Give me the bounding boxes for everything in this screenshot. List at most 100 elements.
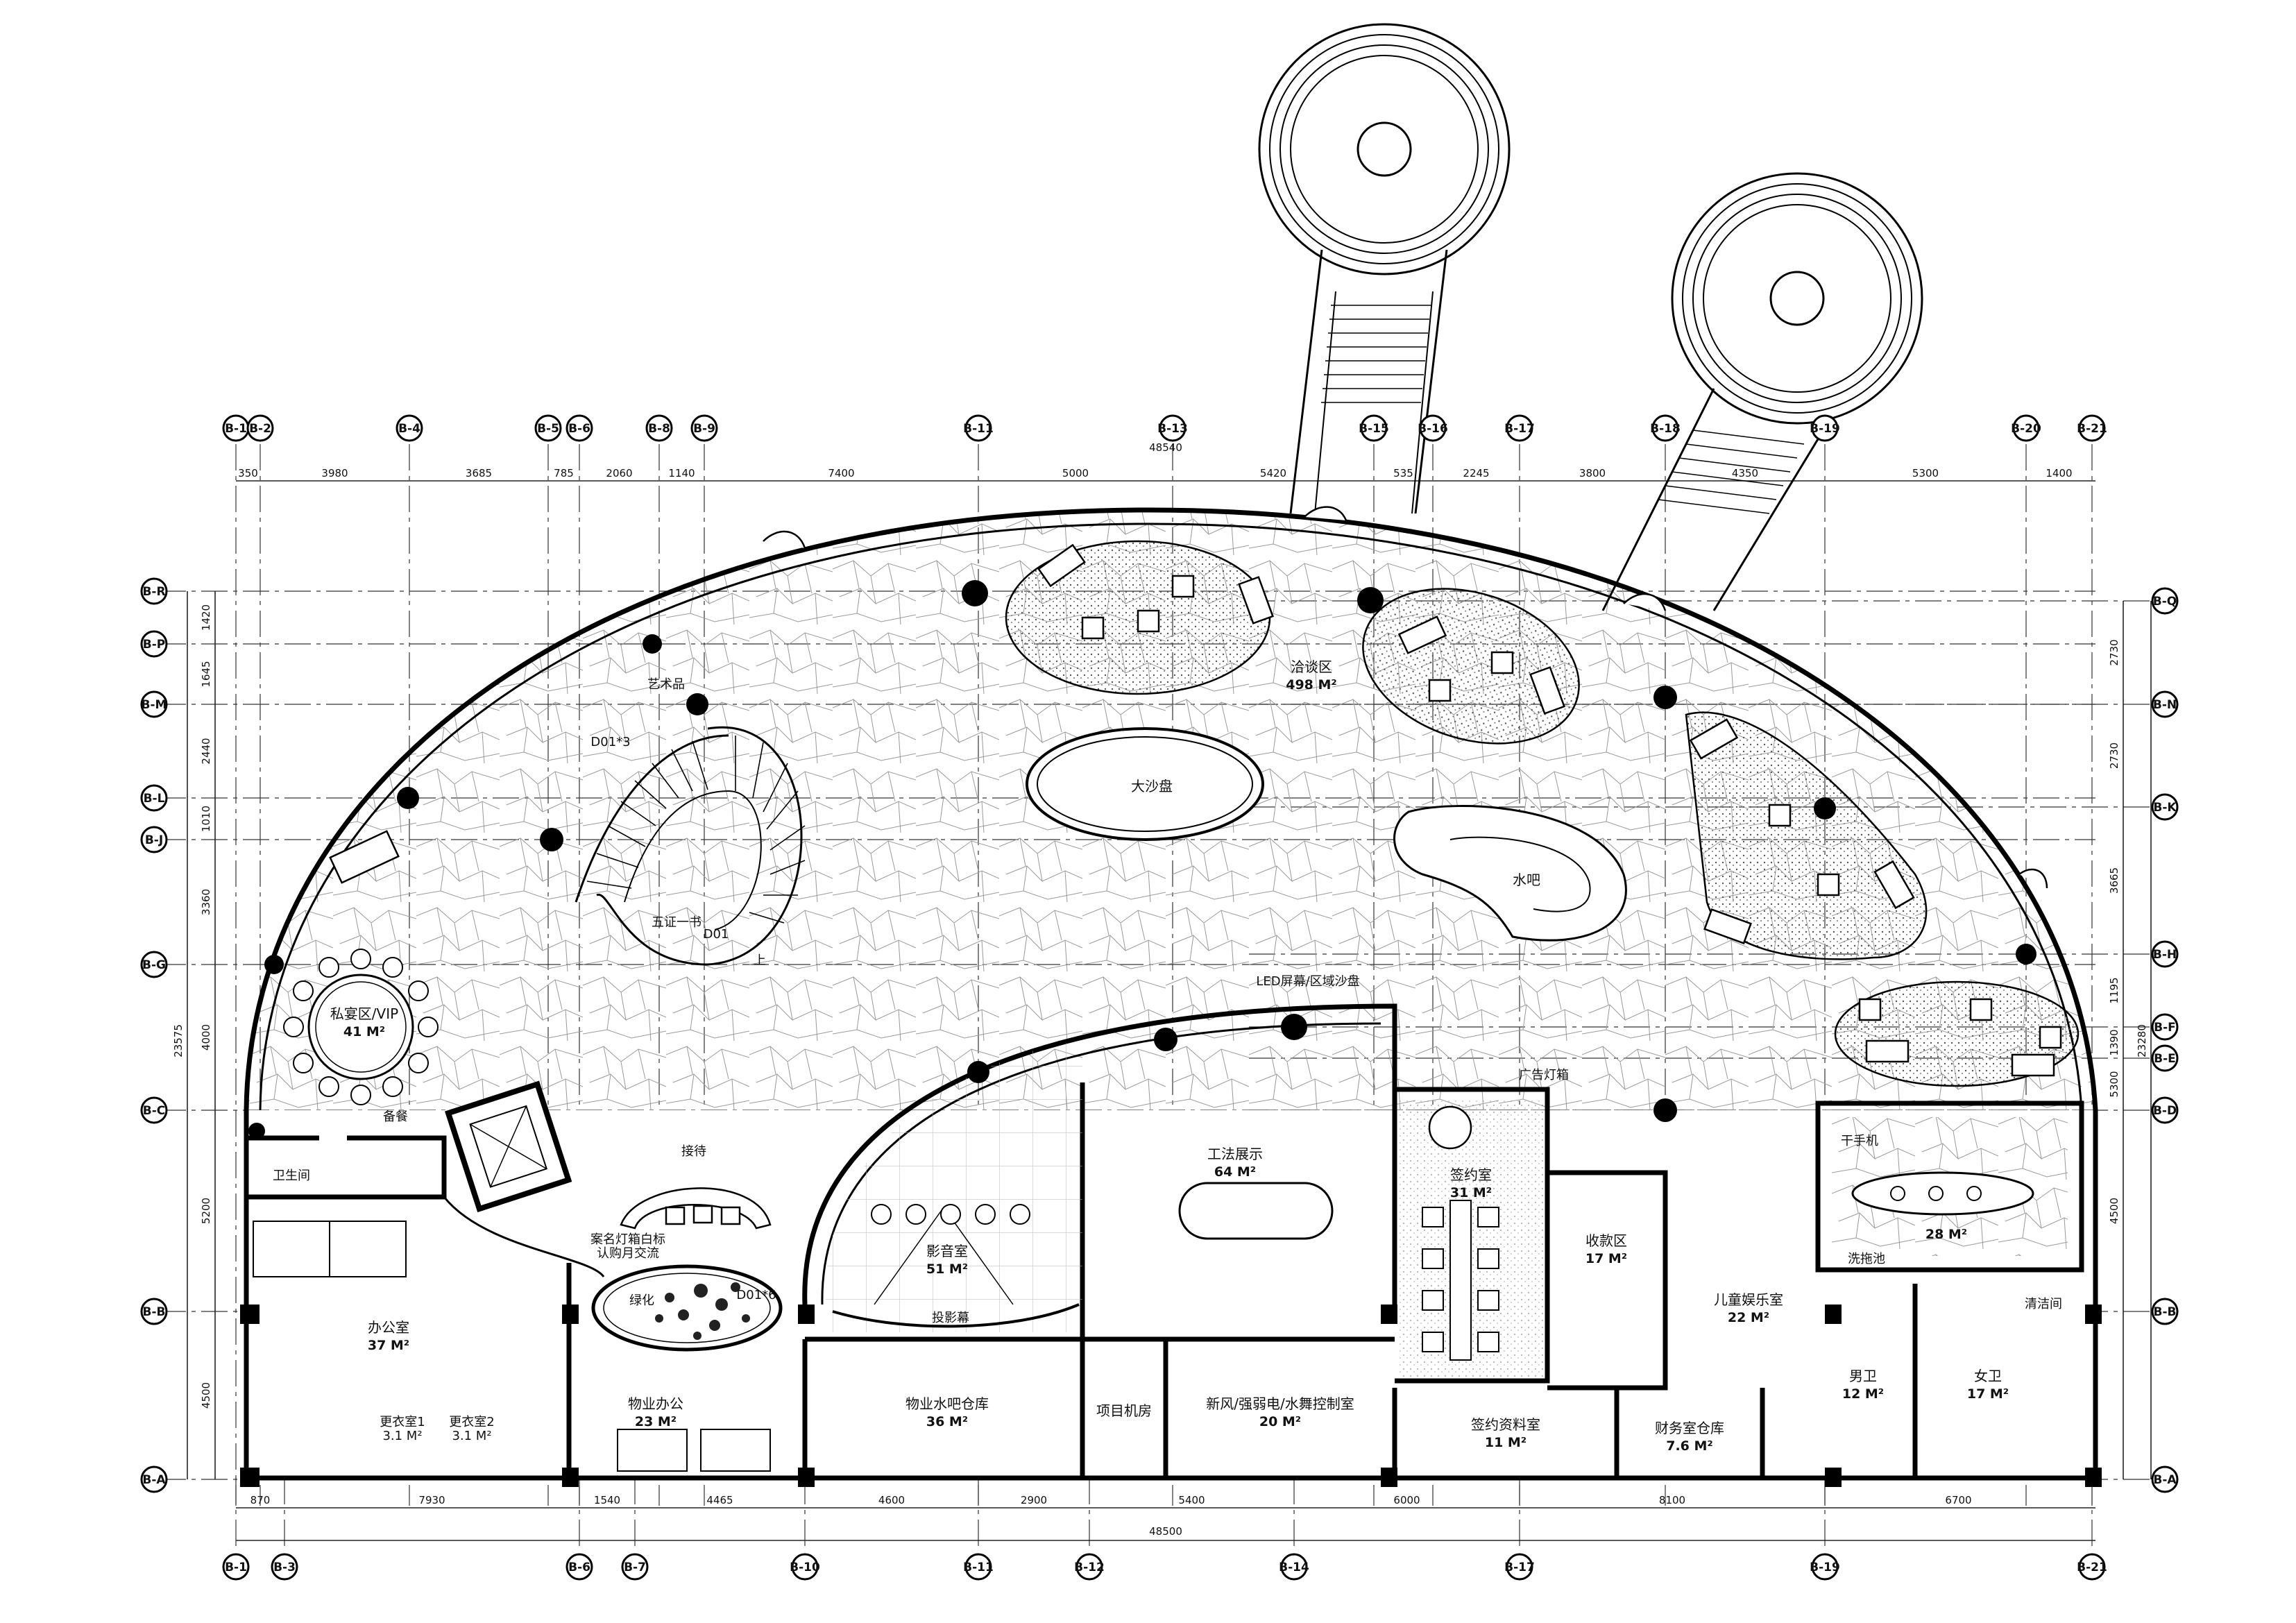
sandtable-name: 大沙盘: [1131, 778, 1173, 794]
axis-bottom-b-14: B-14: [1279, 1553, 1309, 1581]
svg-text:B-K: B-K: [2153, 801, 2177, 815]
axis-bottom-b-3: B-3: [271, 1553, 298, 1581]
office-name: 办公室: [368, 1319, 409, 1336]
vip-name: 私宴区/VIP: [330, 1005, 398, 1022]
finance-name: 财务室仓库: [1655, 1420, 1724, 1436]
vip-dining-table: [283, 949, 439, 1105]
axis-top-b-16: B-16: [1418, 414, 1448, 442]
svg-text:B-17: B-17: [1504, 1561, 1535, 1574]
green-label: 绿化: [629, 1293, 654, 1308]
svg-text:B-21: B-21: [2077, 422, 2107, 436]
axis-right: B-QB-NB-KB-HB-FB-EB-DB-BB-A: [2151, 587, 2179, 1493]
control-name: 新风/强弱电/水舞控制室: [1206, 1395, 1354, 1412]
axis-right-b-h: B-H: [2151, 940, 2179, 968]
axis-top-b-17: B-17: [1504, 414, 1535, 442]
project-room-name: 项目机房: [1096, 1402, 1152, 1419]
dimension-value: 5300: [2108, 1071, 2120, 1097]
dimension-value: 3800: [1579, 467, 1606, 479]
signing-area: 31 M²: [1450, 1185, 1492, 1200]
elevator: [444, 1080, 572, 1213]
svg-text:B-4: B-4: [398, 422, 420, 436]
dimension-value: 5420: [1260, 467, 1286, 479]
svg-text:B-F: B-F: [2154, 1021, 2176, 1035]
dryer-label: 干手机: [1841, 1134, 1878, 1148]
axis-left-b-p: B-P: [140, 630, 168, 658]
svg-text:B-A: B-A: [2153, 1473, 2177, 1487]
toilet-hall-area: 28 M²: [1925, 1227, 1967, 1242]
axis-left-b-g: B-G: [140, 951, 168, 978]
dimension-value: 2245: [1463, 467, 1489, 479]
axis-bottom-b-7: B-7: [621, 1553, 649, 1581]
axis-left-b-c: B-C: [140, 1096, 168, 1124]
cashier-name: 收款区: [1585, 1232, 1627, 1249]
dimension-value: 350: [238, 467, 258, 479]
svg-text:B-1: B-1: [225, 422, 247, 436]
art-label: 艺术品: [647, 677, 685, 692]
axis-top-b-19: B-19: [1810, 414, 1840, 442]
svg-text:B-B: B-B: [143, 1305, 166, 1319]
waterbar-name: 水吧: [1513, 872, 1540, 888]
restroom-label: 卫生间: [273, 1169, 310, 1183]
finance-area: 7.6 M²: [1666, 1438, 1713, 1454]
led-label: LED屏幕/区域沙盘: [1256, 974, 1359, 989]
dimension-value: 2730: [2108, 742, 2120, 769]
cinema-name: 影音室: [926, 1243, 968, 1259]
axis-top-b-6: B-6: [566, 414, 593, 442]
storage-area: 36 M²: [926, 1414, 968, 1429]
d01-label: D01: [704, 927, 729, 942]
change1-area: 3.1 M²: [382, 1429, 422, 1443]
signing-name: 签约室: [1450, 1166, 1492, 1183]
dimension-value: 1645: [200, 661, 212, 687]
cinema-area: 51 M²: [926, 1261, 968, 1277]
axis-left-b-r: B-R: [140, 577, 168, 605]
dimension-value: 3360: [200, 889, 212, 915]
dimension-value: 5200: [200, 1198, 212, 1224]
dimension-value: 5400: [1178, 1494, 1205, 1506]
svg-text:B-12: B-12: [1074, 1561, 1105, 1574]
axis-top-b-20: B-20: [2011, 414, 2041, 442]
sign-archive-name: 签约资料室: [1471, 1416, 1540, 1433]
office-desks: [253, 1221, 771, 1472]
svg-text:B-16: B-16: [1418, 422, 1448, 436]
ad-lightbox-label: 广告灯箱: [1519, 1068, 1569, 1082]
up-label: 上: [754, 953, 766, 968]
green-planter: [591, 1264, 783, 1352]
svg-text:B-20: B-20: [2011, 422, 2041, 436]
svg-text:B-11: B-11: [963, 422, 994, 436]
dimension-value: 6000: [1393, 1494, 1420, 1506]
svg-text:B-10: B-10: [790, 1561, 820, 1574]
dimension-value: 5000: [1062, 467, 1089, 479]
reception-desk: [620, 1187, 772, 1230]
interior-walls: [246, 1003, 2084, 1478]
craft-interior: [1178, 1182, 1334, 1240]
negotiation-area: 498 M²: [1286, 677, 1337, 692]
dimension-value: 2060: [606, 467, 632, 479]
svg-text:B-L: B-L: [144, 792, 165, 806]
prop-office-area: 23 M²: [635, 1414, 677, 1429]
reception-label: 接待: [681, 1144, 706, 1159]
axis-bottom-b-11: B-11: [963, 1553, 994, 1581]
furniture-group: [329, 543, 2062, 1077]
svg-text:B-19: B-19: [1810, 1561, 1840, 1574]
axis-bottom-b-17: B-17: [1504, 1553, 1535, 1581]
dimension-value: 2440: [200, 738, 212, 764]
axis-top-b-5: B-5: [534, 414, 562, 442]
svg-text:B-17: B-17: [1504, 422, 1535, 436]
axis-top-b-13: B-13: [1157, 414, 1188, 442]
axis-left-b-l: B-L: [140, 784, 168, 812]
men-area: 12 M²: [1842, 1386, 1884, 1402]
svg-text:B-R: B-R: [142, 585, 165, 599]
tower-right: [1601, 172, 1923, 611]
dimension-value: 4500: [200, 1382, 212, 1409]
svg-text:B-5: B-5: [537, 422, 559, 436]
women-area: 17 M²: [1967, 1386, 2009, 1402]
svg-text:B-N: B-N: [2153, 698, 2177, 712]
d01-6-label: D01*6: [736, 1288, 776, 1302]
svg-text:B-A: B-A: [142, 1473, 166, 1487]
dim-total-bottom: 48500: [1149, 1525, 1182, 1538]
dimension-value: 4500: [2108, 1198, 2120, 1224]
